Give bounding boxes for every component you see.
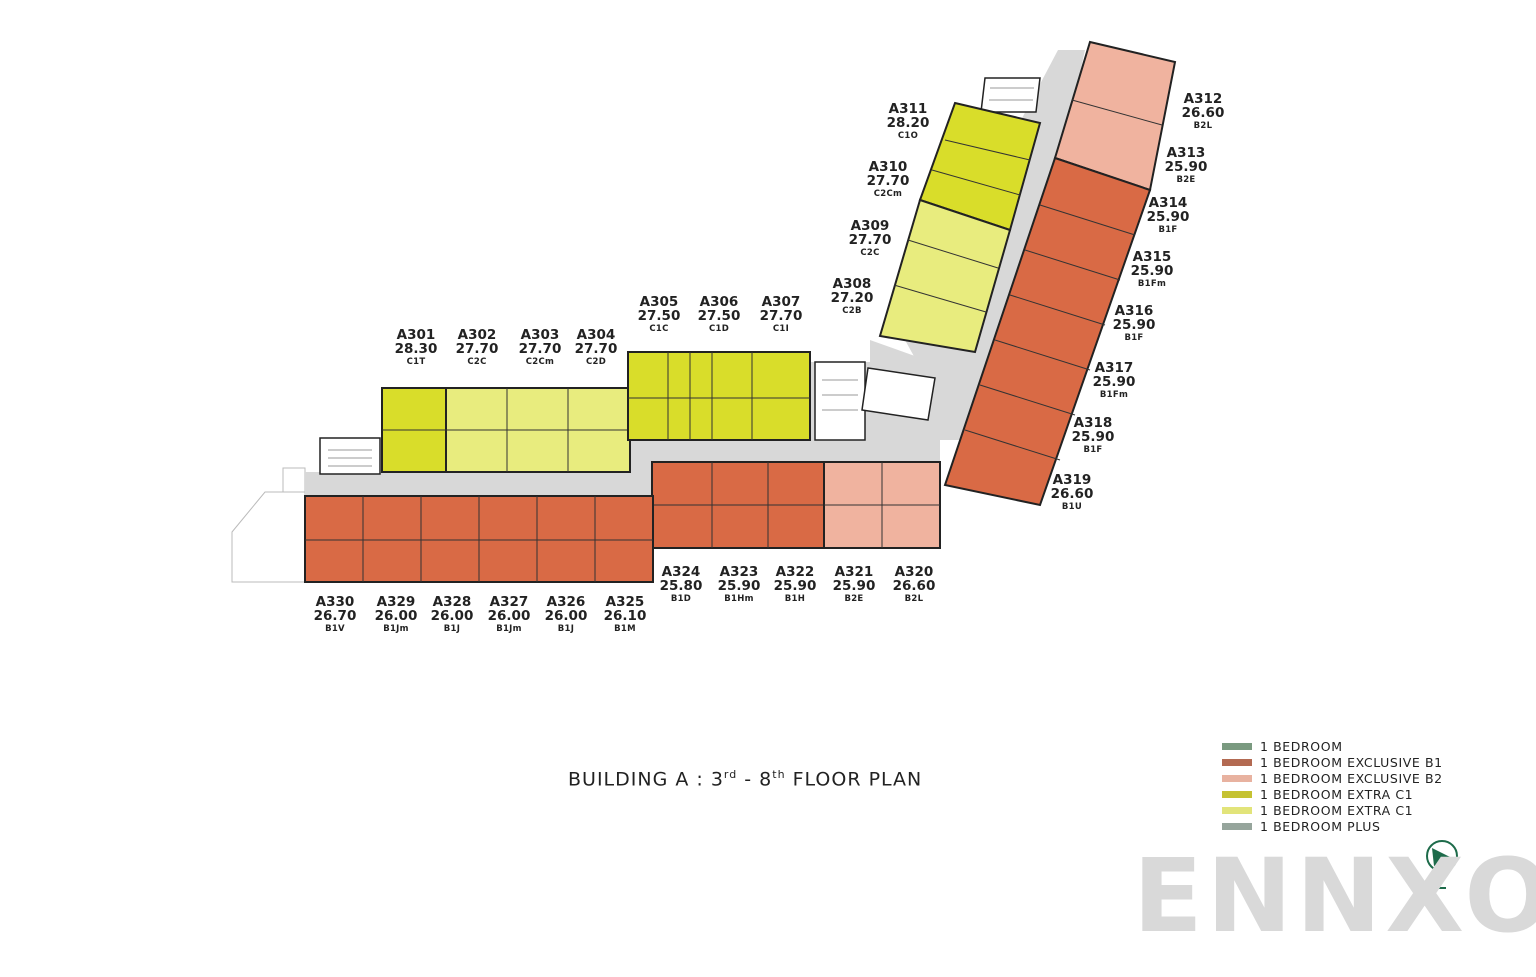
legend-swatch <box>1222 790 1252 798</box>
legend-swatch <box>1222 758 1252 766</box>
block-a301-a304 <box>381 387 631 473</box>
block-a320-a321 <box>823 461 941 549</box>
legend-item: 1 BEDROOM EXCLUSIVE B1 <box>1222 754 1443 770</box>
plan-title: BUILDING A : 3rd - 8th FLOOR PLAN <box>568 768 923 791</box>
legend-item: 1 BEDROOM EXTRA C1 <box>1222 786 1443 802</box>
legend-swatch <box>1222 742 1252 750</box>
block-a322-a324 <box>651 461 825 549</box>
stair-core <box>319 77 1041 475</box>
block-a308-a311 <box>878 101 1042 354</box>
legend: 1 BEDROOM 1 BEDROOM EXCLUSIVE B1 1 BEDRO… <box>1222 738 1443 834</box>
corridor-outline <box>282 467 306 493</box>
legend-item: 1 BEDROOM <box>1222 738 1443 754</box>
block-a314-a319 <box>943 156 1152 507</box>
legend-swatch <box>1222 806 1252 814</box>
block-a305-a307 <box>627 351 811 441</box>
legend-swatch <box>1222 822 1252 830</box>
terrace-outline <box>231 491 306 583</box>
legend-item: 1 BEDROOM PLUS <box>1222 818 1443 834</box>
block-a325-a330 <box>304 495 654 583</box>
legend-item: 1 BEDROOM EXTRA C1 <box>1222 802 1443 818</box>
watermark-logo: ENNXO <box>1133 837 1536 956</box>
legend-item: 1 BEDROOM EXCLUSIVE B2 <box>1222 770 1443 786</box>
legend-swatch <box>1222 774 1252 782</box>
north-arrow-icon <box>1426 840 1458 889</box>
